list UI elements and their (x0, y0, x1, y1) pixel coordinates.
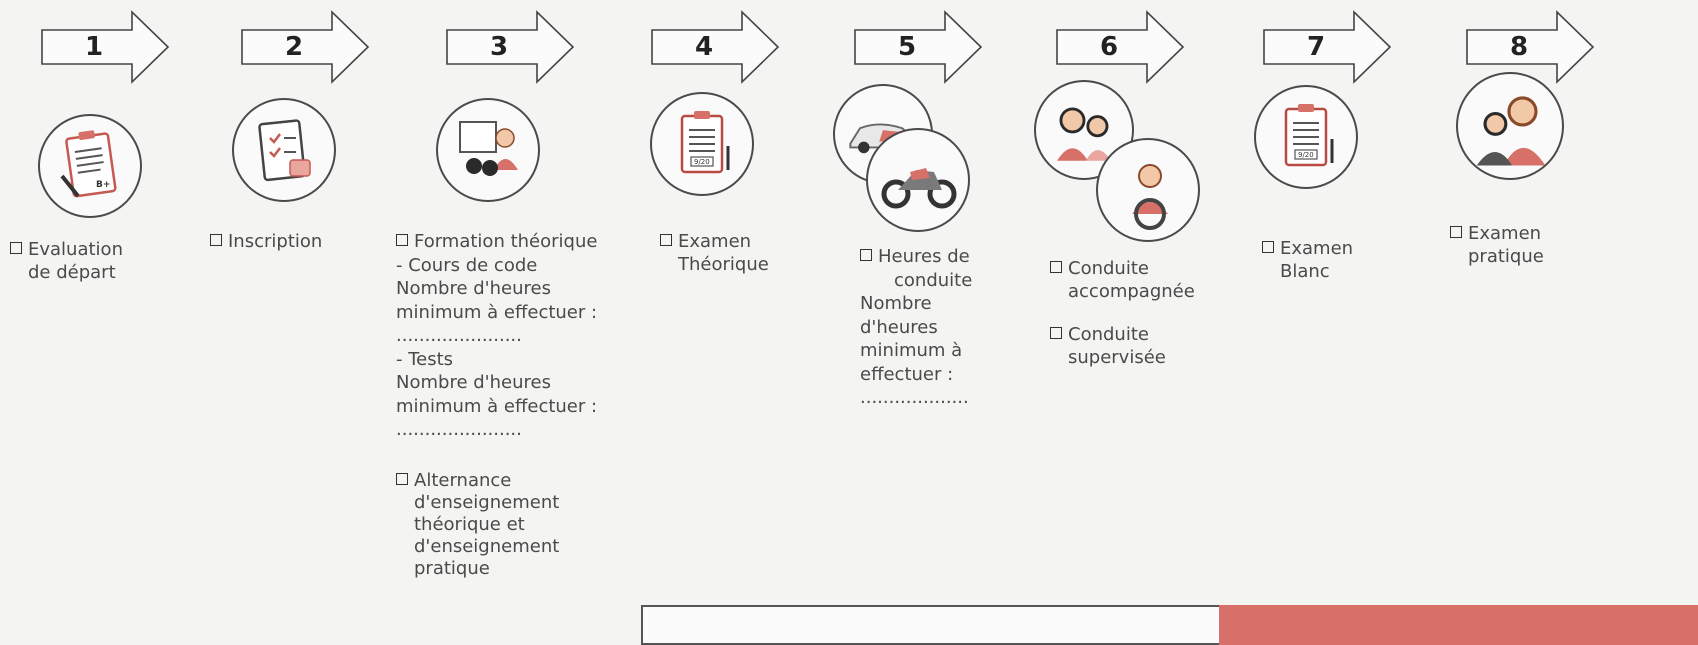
step-arrow: 8 (1465, 10, 1595, 84)
step-number: 4 (694, 32, 714, 62)
steering-wheel-driver-icon (1096, 138, 1200, 242)
step-7-label: Examen Blanc (1262, 237, 1353, 283)
svg-text:B+: B+ (96, 180, 110, 190)
checkbox[interactable] (396, 234, 408, 246)
clipboard-grade-icon: B+ (38, 114, 142, 218)
checkbox[interactable] (1450, 226, 1462, 238)
clipboard-checklist-icon (232, 98, 336, 202)
checkbox[interactable] (396, 473, 408, 485)
step-arrow: 2 (240, 10, 370, 84)
classroom-icon (436, 98, 540, 202)
instructor-student-icon (1456, 72, 1564, 180)
step-6-label: Conduite accompagnée (1050, 257, 1195, 303)
checkbox[interactable] (210, 234, 222, 246)
step-number: 3 (489, 32, 509, 62)
bottom-red-banner (1219, 605, 1698, 645)
parent-child-icon (1034, 80, 1134, 180)
checkbox[interactable] (860, 249, 872, 261)
step-number: 8 (1509, 32, 1529, 62)
bottom-info-box (641, 605, 1221, 645)
checkbox[interactable] (10, 242, 22, 254)
svg-text:9/20: 9/20 (694, 158, 710, 166)
motorbike-icon (866, 128, 970, 232)
checkbox[interactable] (1050, 327, 1062, 339)
step-4-label: Examen Théorique (660, 230, 769, 276)
step-number: 5 (897, 32, 917, 62)
checkbox[interactable] (1262, 241, 1274, 253)
checkbox[interactable] (1050, 261, 1062, 273)
exam-sheet-icon: 9/20 (650, 92, 754, 196)
step-arrow: 7 (1262, 10, 1392, 84)
step-arrow: 4 (650, 10, 780, 84)
exam-sheet-icon: 9/20 (1254, 85, 1358, 189)
step-8-label: Examen pratique (1450, 222, 1544, 268)
step-5-label: Heures de conduite Nombre d'heures minim… (860, 246, 973, 408)
step-1-label: Evaluation de départ (10, 238, 123, 284)
step-number: 6 (1099, 32, 1119, 62)
step-number: 7 (1306, 32, 1326, 62)
svg-text:9/20: 9/20 (1298, 151, 1314, 159)
checkbox[interactable] (660, 234, 672, 246)
step-number: 2 (284, 32, 304, 62)
step-6-label-2: Conduite supervisée (1050, 323, 1166, 369)
step-arrow: 1 (40, 10, 170, 84)
step-arrow: 5 (853, 10, 983, 84)
step-2-label: Inscription (210, 230, 322, 253)
step-3-label: Formation théorique - Cours de code Nomb… (396, 231, 598, 440)
step-3-alternance: Alternance d'enseignement théorique et d… (396, 470, 559, 580)
step-arrow: 3 (445, 10, 575, 84)
step-number: 1 (84, 32, 104, 62)
step-arrow: 6 (1055, 10, 1185, 84)
